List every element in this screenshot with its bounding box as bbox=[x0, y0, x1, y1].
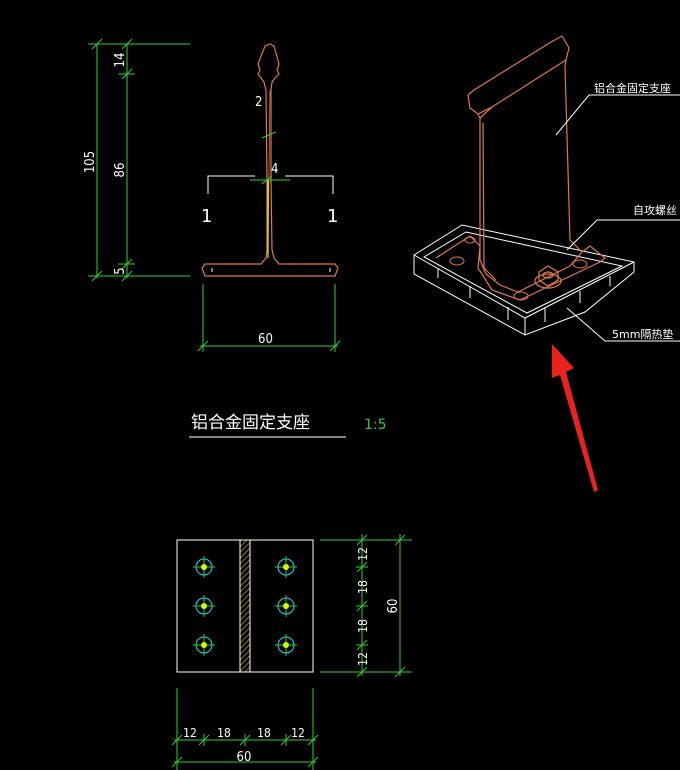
plan-view: 12 18 18 12 60 12 18 18 12 60 bbox=[171, 534, 412, 770]
bolt-holes bbox=[449, 236, 588, 301]
label-support: 铝合金固定支座 bbox=[594, 81, 671, 95]
thickness-dimension-lines bbox=[250, 131, 290, 185]
plan-bolt-hole bbox=[275, 556, 297, 578]
dim-base-width: 60 bbox=[258, 332, 273, 347]
plan-web-hatch bbox=[239, 539, 251, 673]
plan-bolt-hole bbox=[275, 634, 297, 656]
plan-bolt-hole bbox=[193, 634, 215, 656]
base-pad bbox=[413, 224, 635, 336]
plan-dim-right-2: 18 bbox=[356, 580, 370, 594]
section-view: 105 14 86 5 2 4 1 1 bbox=[83, 38, 341, 352]
plan-right-dimension-lines bbox=[320, 534, 412, 678]
base-slot-marks bbox=[211, 268, 331, 272]
plan-dim-right-total: 60 bbox=[386, 599, 401, 614]
title-block: 铝合金固定支座 1:5 bbox=[189, 413, 387, 438]
plan-dim-bottom-2: 18 bbox=[217, 726, 231, 740]
self-tapping-screw bbox=[534, 265, 562, 289]
dim-top-height: 14 bbox=[113, 53, 128, 68]
section-mark-left: 1 bbox=[201, 206, 212, 227]
dim-total-height: 105 bbox=[83, 151, 98, 173]
dim-web-top-thickness: 2 bbox=[255, 95, 262, 110]
section-cut-lines bbox=[207, 175, 334, 194]
dim-web-thickness: 4 bbox=[271, 162, 278, 177]
plan-bolt-hole bbox=[193, 595, 215, 617]
vertical-dimension-lines bbox=[88, 38, 190, 282]
drawing-scale: 1:5 bbox=[364, 417, 387, 433]
dim-bottom-height: 5 bbox=[113, 267, 128, 274]
label-pad: 5mm隔热垫 bbox=[612, 327, 673, 341]
plan-dim-right-3: 18 bbox=[356, 619, 370, 633]
plan-bottom-dimension-lines bbox=[171, 688, 319, 770]
base-width-dimension-lines bbox=[197, 284, 341, 352]
plan-dim-bottom-3: 18 bbox=[257, 726, 271, 740]
plan-bolt-holes bbox=[193, 556, 297, 656]
dim-middle-height: 86 bbox=[113, 163, 128, 178]
t-profile-outline bbox=[201, 43, 339, 277]
plan-dim-bottom-1: 12 bbox=[183, 726, 197, 740]
plan-dim-right-4: 12 bbox=[356, 652, 370, 666]
section-mark-right: 1 bbox=[327, 206, 338, 227]
drawing-title: 铝合金固定支座 bbox=[191, 413, 310, 433]
plan-dim-bottom-4: 12 bbox=[291, 726, 305, 740]
pad-slots bbox=[437, 268, 611, 322]
isometric-view: 铝合金固定支座 自攻螺丝 5mm隔热垫 bbox=[413, 35, 680, 342]
plan-dim-right-1: 12 bbox=[356, 547, 370, 561]
red-arrow bbox=[552, 344, 598, 492]
label-screw: 自攻螺丝 bbox=[633, 203, 677, 217]
plan-bolt-hole bbox=[275, 595, 297, 617]
plan-dim-bottom-total: 60 bbox=[237, 750, 252, 765]
leader-lines bbox=[555, 94, 680, 342]
plan-bolt-hole bbox=[193, 556, 215, 578]
